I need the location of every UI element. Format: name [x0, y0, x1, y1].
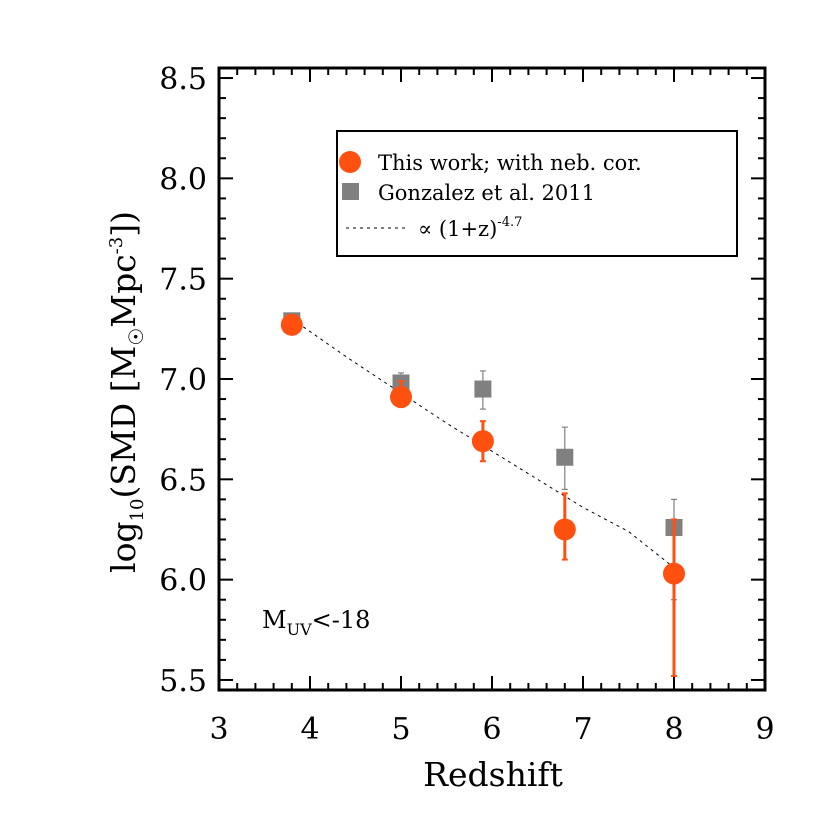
ylabel-sup: -3 — [106, 237, 127, 255]
x-tick-label: 3 — [209, 712, 228, 747]
magnitude-annotation: MUV<-18 — [262, 606, 370, 639]
y-tick-label: 5.5 — [159, 664, 207, 699]
legend: This work; with neb. cor. Gonzalez et al… — [336, 130, 738, 257]
ylabel-log: log — [104, 521, 143, 573]
legend-box — [336, 130, 738, 257]
x-tick-label: 7 — [573, 712, 592, 747]
y-axis-title: log10(SMD [M☉Mpc-3]) — [104, 211, 148, 573]
annotation-sub: UV — [287, 620, 312, 639]
y-tick-label: 6.5 — [159, 463, 207, 498]
y-tick-label: 7.0 — [159, 363, 207, 398]
y-tick-label: 8.5 — [159, 62, 207, 97]
this-work-point — [280, 313, 303, 336]
fit-line-group — [291, 318, 675, 568]
gonzalez-point — [474, 380, 492, 398]
ylabel-mid: (SMD [M — [104, 346, 143, 499]
annotation-rest: <-18 — [312, 606, 371, 634]
x-tick-label: 6 — [482, 712, 501, 747]
legend-label-gonzalez: Gonzalez et al. 2011 — [378, 181, 595, 205]
tick-labels: 3 4 5 6 7 8 9 5.5 6.0 6.5 7.0 7.5 8.0 8.5 — [159, 62, 774, 747]
ylabel-sun: ☉ — [124, 328, 148, 346]
ylabel-mpc: Mpc — [104, 254, 143, 327]
gonzalez-point — [556, 448, 574, 466]
data-points — [280, 312, 685, 677]
x-tick-label: 8 — [664, 712, 683, 747]
fit-label-main: ∝ (1+z) — [418, 217, 497, 241]
annotation-main: M — [262, 606, 287, 634]
x-tick-label: 5 — [391, 712, 410, 747]
y-tick-label: 7.5 — [159, 263, 207, 298]
legend-label-this-work: This work; with neb. cor. — [378, 151, 642, 175]
x-tick-label: 4 — [300, 712, 319, 747]
legend-marker-this-work — [339, 151, 361, 173]
legend-marker-gonzalez — [342, 183, 359, 200]
plot-frame — [217, 66, 767, 692]
x-tick-label: 9 — [755, 712, 774, 747]
this-work-point — [390, 386, 412, 409]
y-tick-label: 6.0 — [159, 564, 207, 599]
fit-label-sup: -4.7 — [497, 215, 522, 230]
fit-line — [291, 318, 675, 568]
legend-label-fit: ∝ (1+z)-4.7 — [418, 215, 522, 241]
x-axis-title: Redshift — [423, 755, 563, 794]
this-work-point — [663, 562, 685, 585]
y-tick-label: 8.0 — [159, 162, 207, 197]
this-work-point — [553, 518, 576, 541]
ylabel-sub: 10 — [127, 499, 148, 522]
ylabel-end: ]) — [104, 211, 143, 237]
this-work-point — [471, 430, 494, 453]
